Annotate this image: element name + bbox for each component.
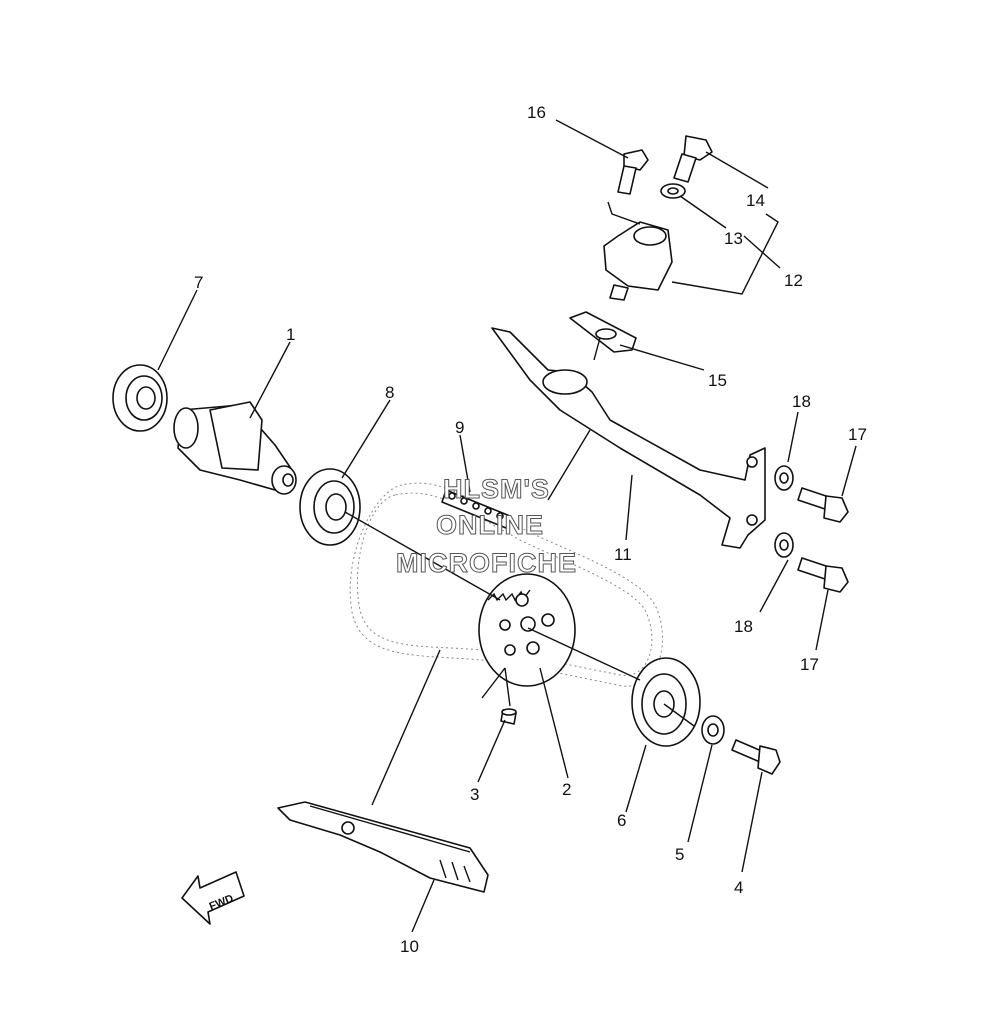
bolt-14 — [673, 135, 713, 183]
watermark-line2: ONLINE — [436, 510, 544, 540]
callout-15: 15 — [708, 371, 727, 390]
timing-chain — [349, 482, 663, 687]
callout-12: 12 — [784, 271, 803, 290]
watermark: HLSM'S ONLINE MICROFICHE — [396, 474, 577, 579]
callout-2: 2 — [562, 780, 571, 799]
callout-13: 13 — [724, 229, 743, 248]
watermark-line3: MICROFICHE — [396, 548, 577, 578]
bolt-17b — [797, 557, 849, 593]
callout-17-lower: 17 — [800, 655, 819, 674]
pin-3 — [500, 708, 517, 725]
callout-3: 3 — [470, 785, 479, 804]
callout-14: 14 — [746, 191, 765, 210]
bearing-8 — [299, 468, 361, 546]
callout-8: 8 — [385, 383, 394, 402]
tensioner-arm-11 — [491, 327, 766, 549]
gasket-15 — [569, 311, 637, 353]
callout-9: 9 — [455, 418, 464, 437]
tensioner-12 — [603, 221, 673, 301]
callout-4: 4 — [734, 878, 743, 897]
callout-1: 1 — [286, 325, 295, 344]
callout-16: 16 — [527, 103, 546, 122]
plate-6 — [631, 657, 701, 747]
camshaft-1 — [173, 401, 297, 495]
callout-7: 7 — [194, 273, 203, 292]
bearing-7 — [112, 364, 168, 432]
washer-5 — [701, 715, 725, 745]
callout-18-lower: 18 — [734, 617, 753, 636]
callout-10: 10 — [400, 937, 419, 956]
callout-5: 5 — [675, 845, 684, 864]
chain-9 — [441, 489, 511, 529]
sprocket-2 — [478, 573, 576, 687]
bolt-4 — [731, 739, 781, 775]
bolt-17a — [797, 487, 849, 523]
callouts: 1 2 3 4 5 6 7 8 9 10 11 12 13 14 15 16 1… — [194, 103, 867, 956]
callout-6: 6 — [617, 811, 626, 830]
callout-11: 11 — [614, 545, 632, 564]
callout-18-upper: 18 — [792, 392, 811, 411]
leader-lines — [157, 119, 857, 933]
fwd-arrow-icon: FWD — [181, 871, 245, 925]
watermark-line1: HLSM'S — [443, 474, 550, 504]
bolt-16 — [617, 149, 649, 195]
washer-18a — [774, 465, 794, 491]
chain-guide-10 — [277, 801, 489, 893]
washer-13 — [660, 183, 686, 199]
washer-18b — [774, 532, 794, 558]
callout-17-upper: 17 — [848, 425, 867, 444]
